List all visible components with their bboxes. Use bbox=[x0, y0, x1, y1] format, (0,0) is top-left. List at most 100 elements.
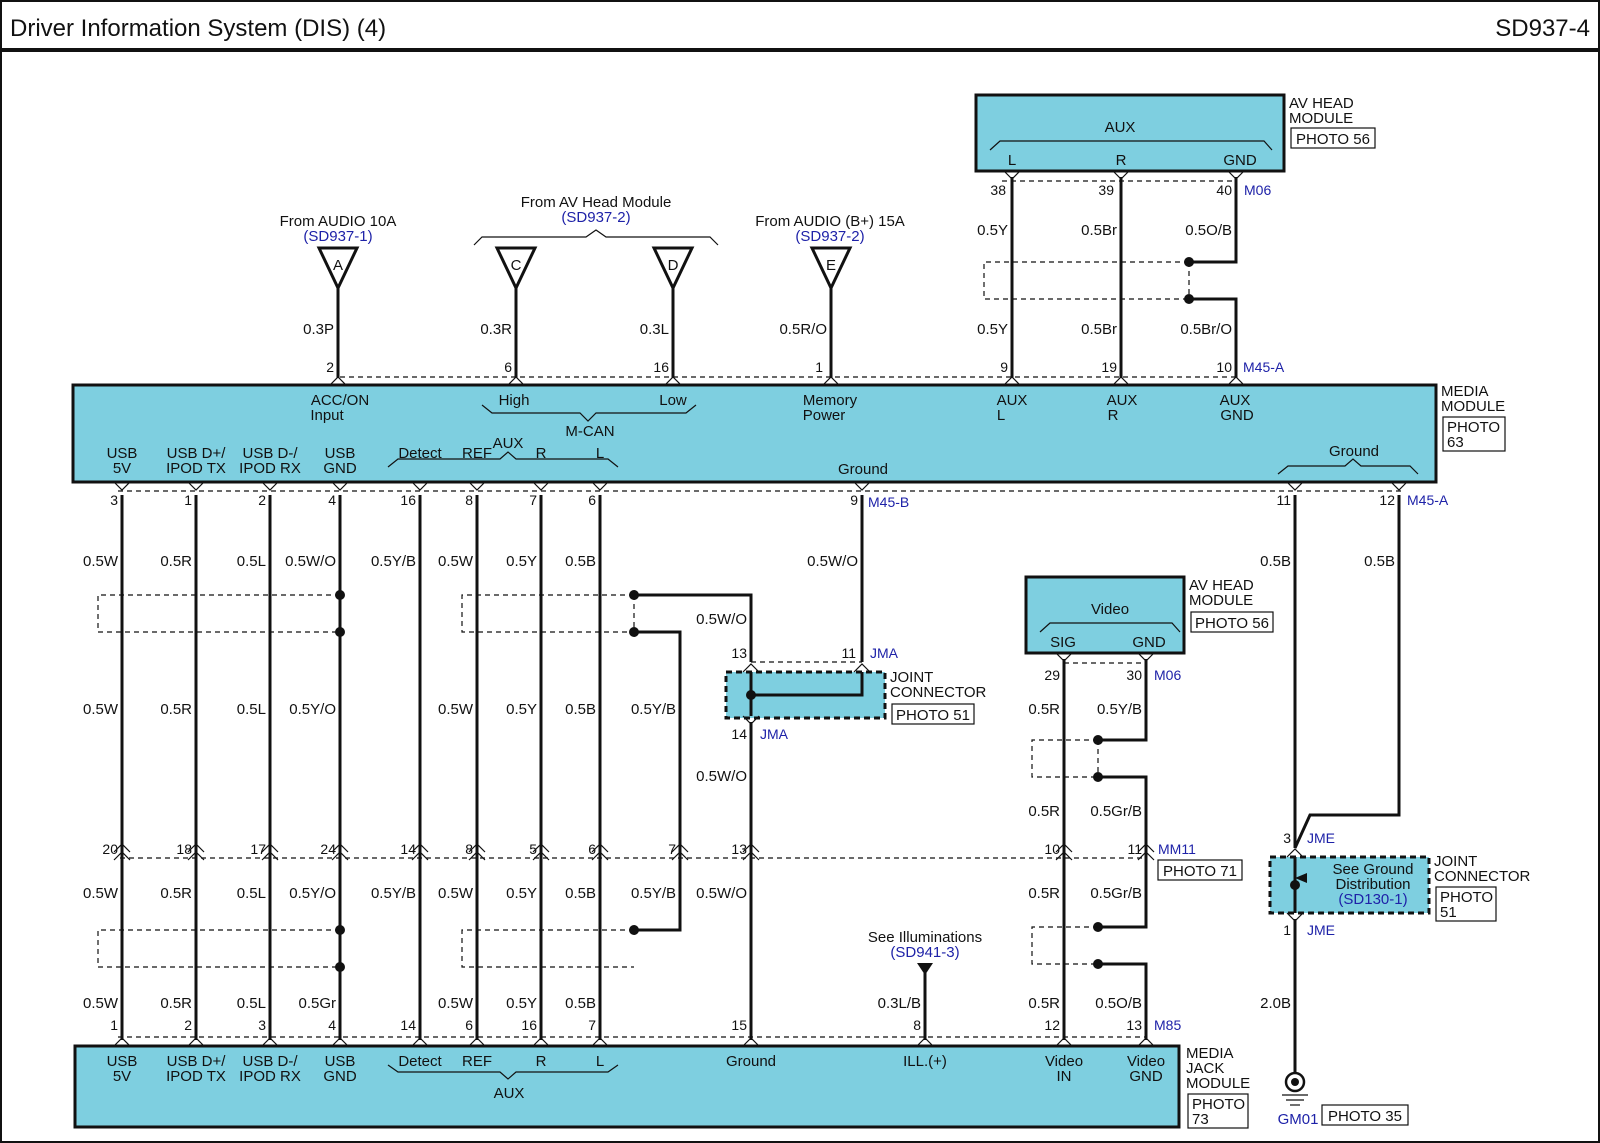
wire-label: 0.5Y/O bbox=[289, 885, 336, 902]
svg-text:JME: JME bbox=[1307, 830, 1335, 846]
joint-connector-jme: 3 JME See Ground Distribution (SD130-1) … bbox=[1268, 830, 1531, 938]
wire-label: 0.5R bbox=[160, 885, 192, 902]
wire-label: 0.5W/O bbox=[285, 553, 336, 570]
pin-number: 8 bbox=[913, 1017, 921, 1033]
svg-text:PHOTO 56: PHOTO 56 bbox=[1195, 615, 1269, 632]
media-pin-label: IPOD TX bbox=[166, 460, 226, 477]
svg-text:R: R bbox=[1116, 152, 1127, 169]
pin-mark bbox=[1055, 843, 1073, 861]
pin-mark bbox=[532, 1037, 550, 1047]
pin-number: 16 bbox=[400, 492, 416, 508]
svg-text:0.5B: 0.5B bbox=[1260, 553, 1291, 570]
pin-number: 12 bbox=[1044, 1017, 1060, 1033]
svg-text:1: 1 bbox=[1283, 922, 1291, 938]
pin-number: 4 bbox=[328, 1017, 336, 1033]
svg-text:GM01: GM01 bbox=[1278, 1111, 1319, 1128]
svg-text:JMA: JMA bbox=[760, 726, 789, 742]
jack-pin-label: GND bbox=[1129, 1068, 1163, 1085]
svg-text:Video: Video bbox=[1091, 601, 1129, 618]
pin-mark bbox=[1227, 376, 1245, 386]
pin-mark bbox=[853, 481, 871, 491]
wire-label: 0.5B bbox=[565, 701, 596, 718]
svg-text:11: 11 bbox=[841, 645, 856, 661]
wire-label: 0.5R bbox=[160, 995, 192, 1012]
pin-number: 15 bbox=[731, 1017, 747, 1033]
svg-text:0.3P: 0.3P bbox=[303, 321, 334, 338]
jack-pin-label: IPOD RX bbox=[239, 1068, 301, 1085]
svg-text:10: 10 bbox=[1216, 359, 1232, 375]
pin-number: 7 bbox=[529, 492, 537, 508]
pin-number: 16 bbox=[521, 1017, 537, 1033]
media-pin-label: R bbox=[536, 445, 547, 462]
page-title: Driver Information System (DIS) (4) bbox=[10, 15, 386, 42]
svg-text:D: D bbox=[668, 257, 679, 274]
svg-text:PHOTO 71: PHOTO 71 bbox=[1163, 863, 1237, 880]
svg-text:Memory: Memory bbox=[803, 392, 858, 409]
svg-text:M45-A: M45-A bbox=[1243, 359, 1285, 375]
svg-text:0.5O/B: 0.5O/B bbox=[1095, 995, 1142, 1012]
jack-pin-label: IPOD TX bbox=[166, 1068, 226, 1085]
wire-label: 0.5Y bbox=[506, 553, 537, 570]
media-pin-label: L bbox=[596, 445, 604, 462]
wire-label: 0.5Y/B bbox=[631, 885, 676, 902]
svg-text:12: 12 bbox=[1379, 492, 1395, 508]
pin-mark bbox=[329, 376, 347, 386]
svg-text:MODULE: MODULE bbox=[1289, 110, 1353, 127]
svg-text:0.3R: 0.3R bbox=[480, 321, 512, 338]
svg-text:0.5Br/O: 0.5Br/O bbox=[1180, 321, 1232, 338]
svg-text:C: C bbox=[511, 257, 522, 274]
pin-mark bbox=[468, 481, 486, 491]
svg-text:2.0B: 2.0B bbox=[1260, 995, 1291, 1012]
svg-text:M06: M06 bbox=[1244, 182, 1271, 198]
pin-number: 14 bbox=[400, 1017, 416, 1033]
svg-text:M45-B: M45-B bbox=[868, 494, 909, 510]
svg-text:L: L bbox=[997, 407, 1005, 424]
pin-mark bbox=[1137, 843, 1155, 861]
pin-number: 7 bbox=[588, 1017, 596, 1033]
svg-text:Distribution: Distribution bbox=[1335, 876, 1410, 893]
pin-number: 2 bbox=[258, 492, 266, 508]
svg-text:PHOTO: PHOTO bbox=[1440, 889, 1493, 906]
pin-mark bbox=[591, 481, 609, 491]
svg-text:L: L bbox=[1008, 152, 1016, 169]
wire-label: 0.5B bbox=[565, 553, 596, 570]
media-pin-label: USB bbox=[107, 445, 138, 462]
svg-text:39: 39 bbox=[1098, 182, 1114, 198]
pin-mark bbox=[532, 843, 550, 861]
pin-mark bbox=[113, 1037, 131, 1047]
wire-label: 0.5Gr bbox=[298, 995, 336, 1012]
wire-label: 0.5Y bbox=[506, 885, 537, 902]
wire-label: 0.5Y bbox=[506, 995, 537, 1012]
svg-text:51: 51 bbox=[1440, 904, 1457, 921]
pin-mark bbox=[187, 843, 205, 861]
svg-text:MODULE: MODULE bbox=[1186, 1075, 1250, 1092]
wire-label: 0.5Y/B bbox=[371, 553, 416, 570]
wire-label: 0.5W bbox=[438, 553, 474, 570]
svg-text:PHOTO 56: PHOTO 56 bbox=[1296, 131, 1370, 148]
ground-symbol: GM01 PHOTO 35 bbox=[1278, 1071, 1409, 1128]
svg-text:PHOTO 35: PHOTO 35 bbox=[1328, 1108, 1402, 1125]
svg-text:Power: Power bbox=[803, 407, 846, 424]
pin-mark bbox=[532, 481, 550, 491]
jack-pin-label: REF bbox=[462, 1053, 492, 1070]
svg-text:0.5Y: 0.5Y bbox=[977, 222, 1008, 239]
svg-text:0.5O/B: 0.5O/B bbox=[1185, 222, 1232, 239]
pin-mark bbox=[468, 843, 486, 861]
svg-text:E: E bbox=[826, 257, 836, 274]
pin-mark bbox=[742, 1037, 760, 1047]
pin-number: 6 bbox=[588, 492, 596, 508]
svg-text:See Ground: See Ground bbox=[1333, 861, 1414, 878]
pin-mark bbox=[187, 481, 205, 491]
pin-number: 8 bbox=[465, 492, 473, 508]
svg-text:3: 3 bbox=[1283, 830, 1291, 846]
pin-mark bbox=[331, 843, 349, 861]
svg-text:0.5Gr/B: 0.5Gr/B bbox=[1090, 803, 1142, 820]
svg-text:AUX: AUX bbox=[997, 392, 1028, 409]
svg-text:(SD937-1): (SD937-1) bbox=[303, 228, 372, 245]
media-pin-label: USB D-/ bbox=[242, 445, 298, 462]
media-pin-label: REF bbox=[462, 445, 492, 462]
svg-text:0.5Y: 0.5Y bbox=[977, 321, 1008, 338]
pin-mark bbox=[664, 376, 682, 386]
jack-pin-label: ILL.(+) bbox=[903, 1053, 947, 1070]
